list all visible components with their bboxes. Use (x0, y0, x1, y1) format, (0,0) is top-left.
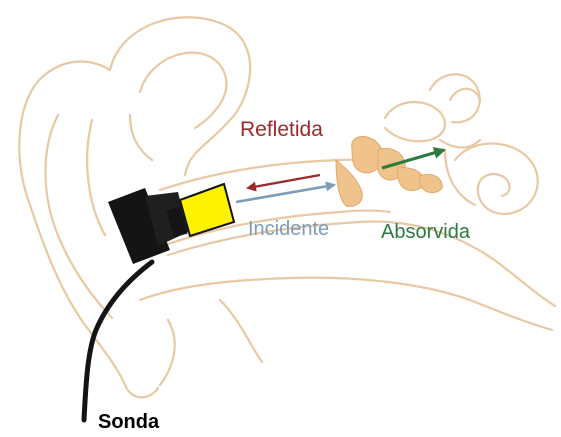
inner-ear (385, 74, 538, 214)
reflected-label: Refletida (240, 118, 323, 142)
probe-label: Sonda (98, 411, 159, 434)
probe (108, 184, 234, 264)
incident-label: Incidente (248, 218, 329, 241)
absorbed-label: Absorvida (381, 221, 470, 244)
reflected-arrow (248, 175, 320, 188)
